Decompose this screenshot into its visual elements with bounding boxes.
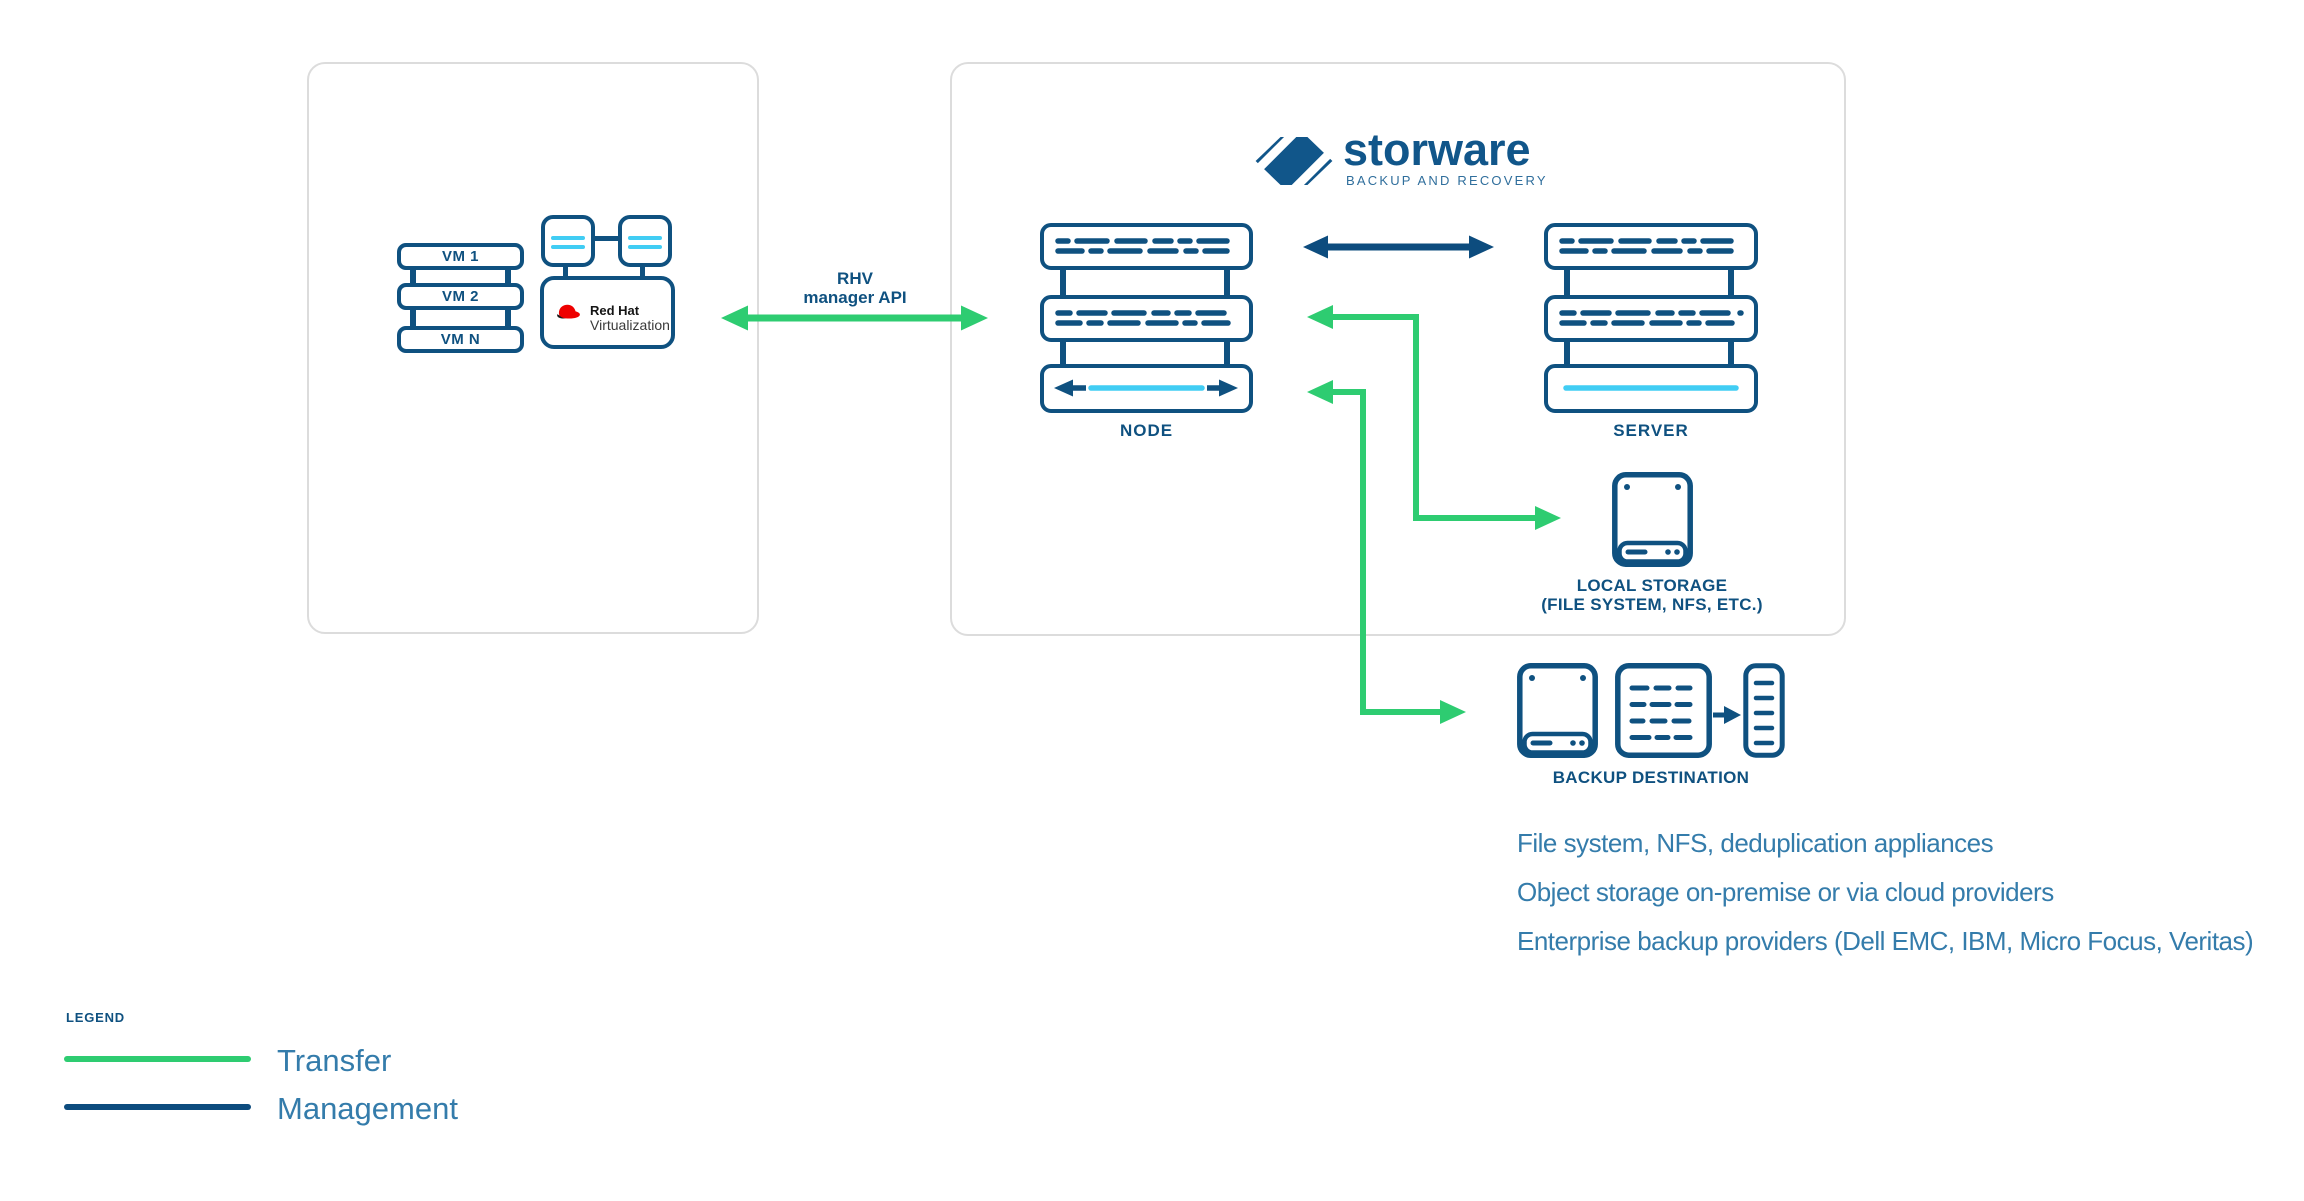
local-storage-icon [1612,472,1693,567]
storware-wordmark: storware [1343,124,1531,175]
status-bar-icon [1563,385,1739,391]
deduplication-appliance-icon [1615,663,1712,758]
host-activity-bar [628,236,662,240]
data-transfer-icon [1054,379,1238,397]
legend-management-label: Management [277,1091,458,1126]
host-activity-bar [551,236,585,240]
host-activity-bar [551,245,585,249]
vm-label: VM N [440,331,481,348]
host-drop-line [640,265,645,279]
legend-title: LEGEND [66,1010,125,1025]
redhat-virtualization-box: Red Hat Virtualization [540,276,675,349]
hypervisor-host-icon [541,215,595,267]
storware-tagline: BACKUP AND RECOVERY [1346,173,1548,188]
vm-row: VM 2 [397,283,524,310]
host-connector-line [595,236,618,241]
host-drop-line [563,265,568,279]
node-transfer-unit [1040,364,1253,413]
server-slots-icon [1055,238,1239,254]
storware-logomark-icon [1255,137,1333,185]
node-server-unit [1040,223,1253,270]
description-line: File system, NFS, deduplication applianc… [1517,828,1994,858]
tape-library-icon [1743,663,1785,758]
vm-label: VM 2 [441,288,479,305]
redhat-product-name: Virtualization [590,317,670,333]
vm-row: VM 1 [397,243,524,270]
backup-storage-icon [1517,663,1598,758]
server-label: SERVER [1613,421,1689,440]
server-slots-icon [1559,310,1744,326]
server-slots-icon [1055,310,1239,326]
host-activity-bar [628,245,662,249]
vm-label: VM 1 [441,248,479,265]
server-unit [1544,295,1758,342]
rhv-api-transfer-arrow [721,305,988,331]
dedup-to-tape-arrow-icon [1713,706,1741,724]
vm-row: VM N [397,326,524,353]
hypervisor-host-icon [618,215,672,267]
redhat-wordmark: Red Hat [590,303,640,318]
legend-transfer-label: Transfer [277,1043,392,1078]
local-storage-label-line1: LOCAL STORAGE [1576,576,1728,595]
node-label: NODE [1119,421,1174,440]
local-storage-label-line2: (FILE SYSTEM, NFS, ETC.) [1541,595,1763,614]
rhv-manager-api-label-line2: manager API [803,288,907,307]
legend-transfer-line [64,1056,251,1062]
description-line: Object storage on-premise or via cloud p… [1517,877,2054,907]
server-unit [1544,223,1758,270]
rhv-manager-api-label-line1: RHV [837,269,873,288]
server-status-unit [1544,364,1758,413]
redhat-fedora-icon [557,304,580,319]
legend-management-line [64,1104,251,1110]
node-server-unit [1040,295,1253,342]
description-line: Enterprise backup providers (Dell EMC, I… [1517,926,2254,956]
rhv-environment-panel: VM 1 VM 2 VM N Red Hat Virtualization [307,62,759,634]
backup-destination-label: BACKUP DESTINATION [1552,768,1750,787]
server-slots-icon [1559,238,1744,254]
